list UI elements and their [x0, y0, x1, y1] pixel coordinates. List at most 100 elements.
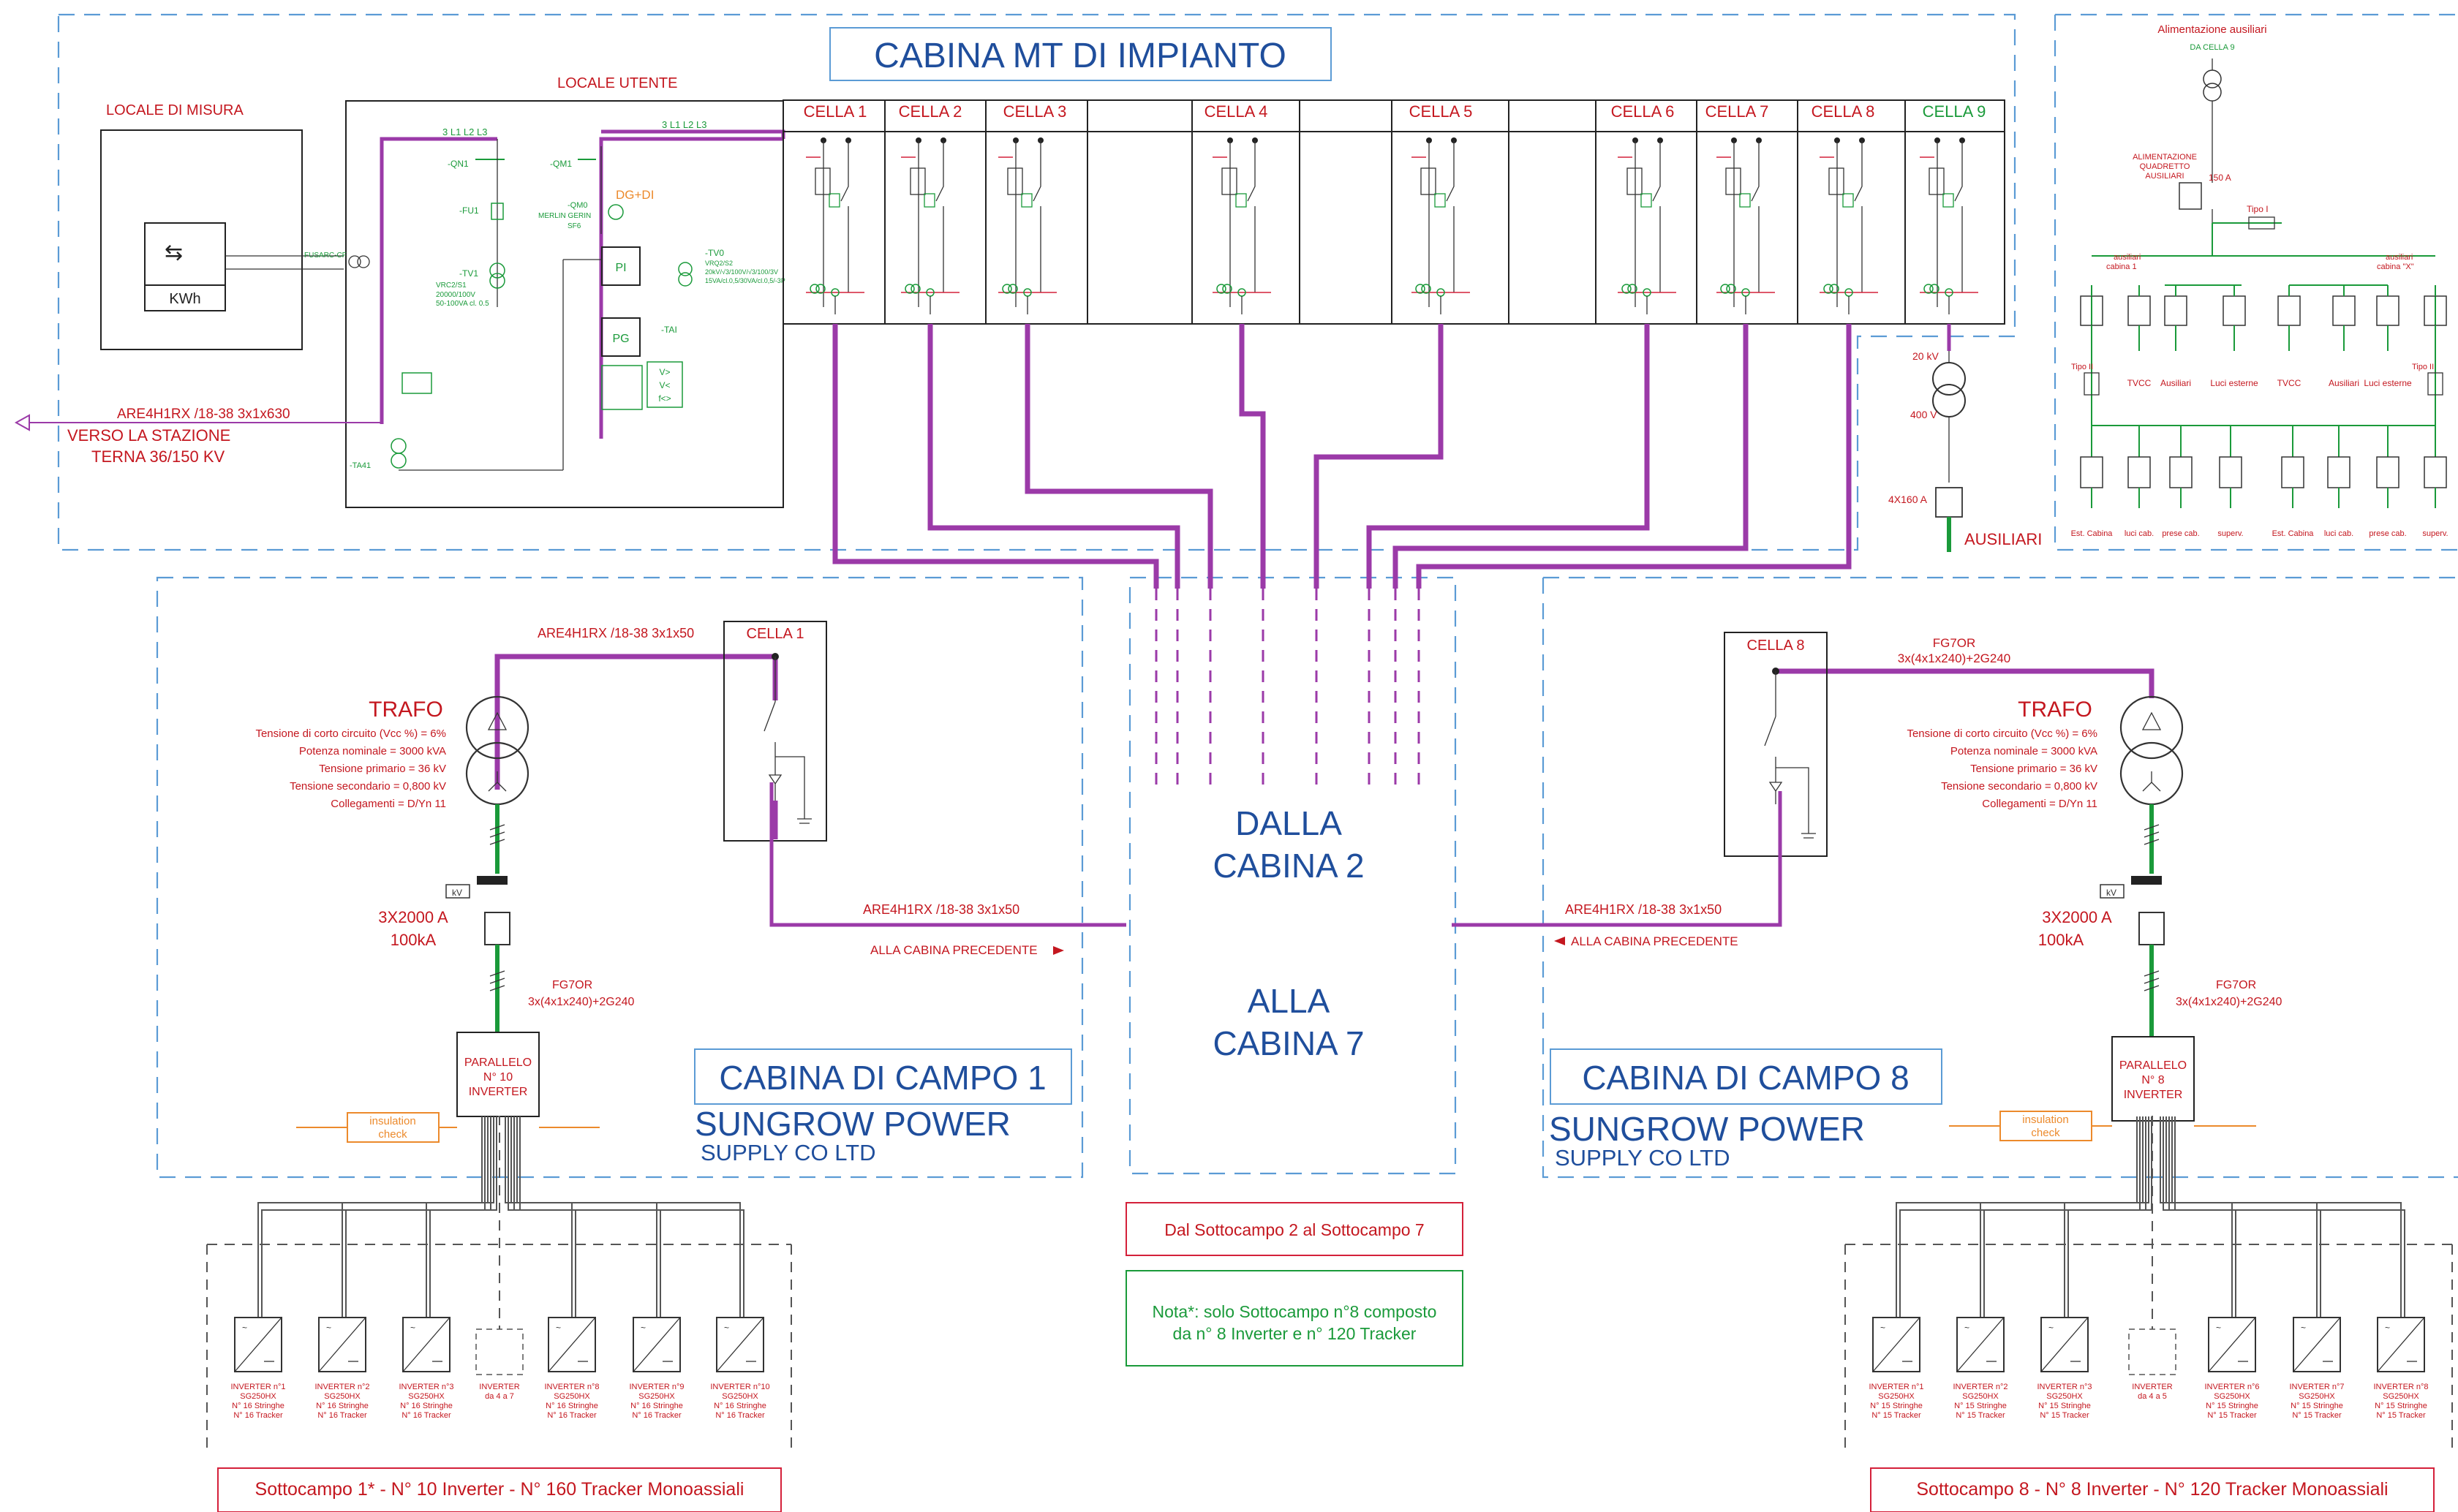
- cell-switch: [918, 140, 944, 307]
- inverter-diagonal: [318, 1317, 366, 1372]
- campo8-breaker: 3X2000 A: [2042, 908, 2112, 926]
- inverter-box: [1956, 1317, 2005, 1372]
- inverter-tracker: N° 15 Tracker: [2292, 1411, 2342, 1420]
- inverter-name: INVERTER n°1: [1869, 1383, 1923, 1391]
- cell-label: CELLA 9: [1923, 102, 1986, 121]
- trafo-spec: Tensione secondario = 0,800 kV: [1941, 780, 2097, 793]
- inverter-box: [548, 1317, 596, 1372]
- incoming-cable-label: ARE4H1RX /18-38 3x1x630: [117, 407, 290, 422]
- inverter-box: [2377, 1317, 2425, 1372]
- cell-breaker: [1007, 167, 1023, 195]
- inverter-tracker: N° 16 Tracker: [233, 1411, 283, 1420]
- inverter-model: SG250HX: [638, 1392, 675, 1401]
- cell-indicator: [1823, 284, 1833, 294]
- surge-protector: [2427, 372, 2443, 396]
- cell-indicator: [1621, 284, 1632, 294]
- campo8-footer-box: [1870, 1467, 2435, 1512]
- cell-indicator: [815, 284, 826, 294]
- mv-cable-routes: [832, 324, 1852, 793]
- cell-switch: [1836, 140, 1863, 307]
- trafo-spec: Tensione di corto circuito (Vcc %) = 6%: [1907, 727, 2097, 740]
- inverter-diagonal: [1872, 1317, 1920, 1372]
- cabina-mt-title: CABINA MT DI IMPIANTO: [874, 37, 1286, 75]
- inverter-ac-symbol: ~: [1964, 1323, 1969, 1333]
- campo1-cell-label: CELLA 1: [747, 626, 804, 642]
- dalla-line2: CABINA 2: [1213, 847, 1364, 885]
- inverter-ac-symbol: ~: [1880, 1323, 1885, 1333]
- inverter-placeholder-box: [2128, 1328, 2176, 1375]
- campo8-title-box: [1550, 1048, 1942, 1105]
- center-frame: [1128, 576, 1457, 1175]
- inverter-name: INVERTER n°10: [710, 1383, 769, 1391]
- cell-indicator: [1829, 284, 1839, 294]
- inverter-feed: [513, 1116, 661, 1318]
- inverter-diagonal: [234, 1317, 282, 1372]
- cell-indicator: [905, 284, 915, 294]
- cell-switch: [1015, 140, 1041, 307]
- cell-ct: [1842, 193, 1854, 208]
- aux-breaker: [2219, 456, 2242, 488]
- tv0-power: 15VA/cl.0,5/30VA/cl.0,5/-3P: [705, 277, 785, 284]
- campo8-insulation-1: insulation: [2022, 1114, 2068, 1126]
- inverter-name: INVERTER n°2: [314, 1383, 369, 1391]
- inverter-ac-symbol: ~: [242, 1323, 247, 1333]
- cella9-breaker: 4X160 A: [1888, 494, 1928, 505]
- cell-earth-link: [998, 156, 1057, 293]
- aux-upper-label: Luci esterne: [2364, 378, 2412, 388]
- cell-ct: [829, 193, 840, 208]
- inverter-feed: [1896, 1116, 2138, 1318]
- campo8-cell-box: [1724, 632, 1828, 857]
- aux-lower-label: Est. Cabina: [2071, 529, 2114, 538]
- inverter-strings: N° 15 Stringhe: [1870, 1402, 1923, 1410]
- cell-earth-link: [901, 156, 960, 293]
- meter-arrows-icon: ⇆: [165, 241, 183, 265]
- cell-label: CELLA 8: [1812, 102, 1875, 121]
- cell-label: CELLA 3: [1003, 102, 1067, 121]
- tai-label: -TAI: [661, 325, 677, 335]
- cell-breaker: [910, 167, 926, 195]
- aux-lower-label: luci cab.: [2324, 529, 2353, 538]
- inverter-feed: [508, 1116, 576, 1318]
- inverter-diagonal: [2377, 1317, 2425, 1372]
- inverter-feed: [1980, 1116, 2144, 1318]
- inverter-strings: N° 16 Stringhe: [232, 1402, 284, 1410]
- campo8-brand-2: SUPPLY CO LTD: [1555, 1145, 1730, 1171]
- tv1-ratio: 20000/100V: [436, 291, 475, 299]
- campo1-footer-box: [217, 1467, 782, 1512]
- inverter-model: SG250HX: [2299, 1392, 2335, 1401]
- campo8-title: CABINA DI CAMPO 8: [1582, 1059, 1909, 1097]
- inverter-feed: [2064, 1116, 2149, 1318]
- inverter-box: [2040, 1317, 2089, 1372]
- inverter-model: SG250HX: [1878, 1392, 1915, 1401]
- cell-switch: [823, 140, 849, 307]
- inverter-ac-symbol: ~: [556, 1323, 561, 1333]
- inverter-tracker: N° 16 Tracker: [632, 1411, 682, 1420]
- inverter-ac-symbol: ~: [410, 1323, 415, 1333]
- switchgear-frame: [783, 99, 2005, 325]
- inverter-feed: [342, 1116, 489, 1318]
- aux-tipo-ii-right: Tipo II: [2412, 363, 2434, 371]
- cell-indicator: [1008, 284, 1018, 294]
- inverter-model: SG250HX: [722, 1392, 758, 1401]
- cell-earth-link: [1920, 156, 1978, 293]
- trafo-spec: Tensione primario = 36 kV: [319, 763, 446, 775]
- inverter-name: INVERTER n°7: [2289, 1383, 2344, 1391]
- campo8-mv-cable-spec: 3x(4x1x240)+2G240: [1898, 651, 2011, 665]
- cell-ct: [1942, 193, 1954, 208]
- inverter-name: INVERTER n°3: [2037, 1383, 2092, 1391]
- cell-earth-link: [1213, 156, 1271, 293]
- station-dest-line2: TERNA 36/150 KV: [91, 447, 225, 466]
- cell-earth-link: [1716, 156, 1775, 293]
- campo8-mv-cable: FG7OR: [1933, 636, 1976, 650]
- aux-tipo-ii-left: Tipo II: [2071, 363, 2093, 371]
- campo8-out-cable: ARE4H1RX /18-38 3x1x50: [1565, 902, 1722, 917]
- cell-switch: [1229, 140, 1256, 307]
- placeholder-feed: [2152, 1116, 2153, 1329]
- aux-breaker: [2127, 295, 2151, 326]
- inverter-strings: N° 15 Stringhe: [2291, 1402, 2343, 1410]
- inverter-diagonal: [633, 1317, 681, 1372]
- inverter-tracker: N° 16 Tracker: [317, 1411, 367, 1420]
- cell-breaker: [1828, 167, 1844, 195]
- cella9-aux-feed: 20 kV 400 V 4X160 A AUSILIARI: [1888, 324, 2042, 552]
